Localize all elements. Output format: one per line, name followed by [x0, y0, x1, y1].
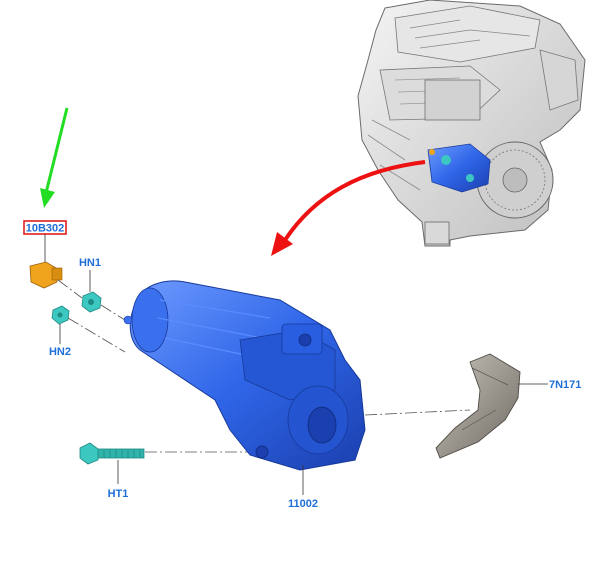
starter-motor: 11002: [123, 280, 366, 510]
engine-assembly: [357, 0, 586, 247]
callout-label-sensor: 10B302: [26, 223, 65, 235]
nut-hn2: HN2: [49, 305, 71, 358]
callout-label-ht1: HT1: [108, 488, 129, 500]
heat-shield-7n171: 7N171: [435, 353, 581, 459]
green-arrow-icon: [40, 107, 69, 208]
bolt-ht1: HT1: [79, 442, 145, 500]
starter-installed-location: [427, 143, 491, 193]
callout-10B302: 10B302: [23, 220, 67, 262]
callout-label-hn2: HN2: [49, 346, 71, 358]
sensor-part: [29, 261, 63, 289]
callout-label-shield: 7N171: [549, 379, 581, 391]
callout-label-hn1: HN1: [79, 257, 101, 269]
callout-label-starter: 11002: [288, 498, 318, 510]
red-curved-arrow-icon: [271, 160, 426, 256]
assembly-centerlines: [57, 279, 471, 453]
nut-hn1: HN1: [79, 257, 102, 313]
